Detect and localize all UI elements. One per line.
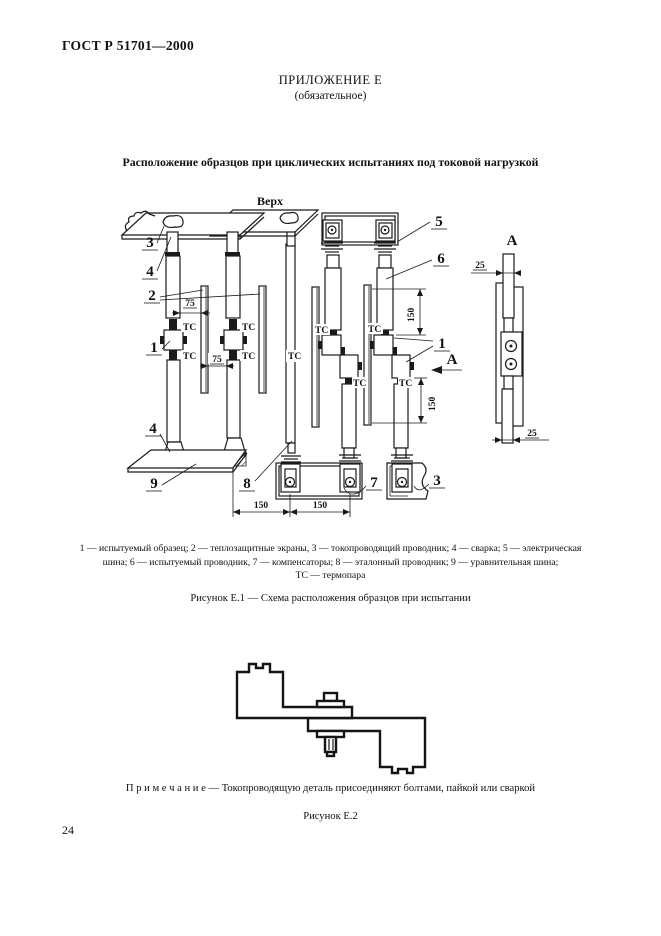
svg-text:А: А [447, 352, 458, 368]
svg-text:25: 25 [527, 429, 537, 439]
specimen-block [373, 334, 394, 356]
svg-text:150: 150 [407, 308, 417, 323]
svg-text:ТС: ТС [242, 352, 255, 362]
figure-e2-caption: Рисунок Е.2 [303, 811, 358, 822]
section-title: Расположение образцов при циклических ис… [122, 155, 539, 169]
svg-text:ТС: ТС [183, 323, 196, 333]
dimensions: 75 75 150 150 150 150 25 25 [172, 261, 549, 517]
appendix-label: ПРИЛОЖЕНИЕ Е [278, 73, 383, 87]
lower-conductive-part [306, 716, 427, 775]
legend-line: 1 — испытуемый образец; 2 — теплозащитны… [79, 543, 582, 554]
test-conductor-left [318, 242, 362, 462]
legend-line: ТС — термопара [295, 570, 366, 581]
specimen-block [321, 334, 342, 356]
torn-edge [124, 210, 156, 232]
svg-text:2: 2 [148, 288, 156, 304]
bolt [315, 691, 346, 758]
svg-text:8: 8 [243, 476, 251, 492]
plate-hole [162, 214, 184, 229]
svg-text:150: 150 [313, 501, 328, 511]
reference-conductor [281, 229, 301, 466]
specimen-block [391, 354, 411, 379]
plate-hole [279, 211, 299, 225]
svg-text:ТС: ТС [242, 323, 255, 333]
specimen-block [163, 329, 184, 351]
standard-number: ГОСТ Р 51701—2000 [62, 38, 195, 53]
test-conductor-right [370, 242, 414, 462]
svg-text:ТС: ТС [183, 352, 196, 362]
svg-text:150: 150 [428, 397, 438, 412]
svg-text:ТС: ТС [353, 379, 366, 389]
svg-text:1: 1 [438, 336, 446, 352]
heat-shields [200, 284, 372, 428]
svg-text:ТС: ТС [288, 352, 301, 362]
svg-text:1: 1 [150, 340, 158, 356]
specimen-block [339, 354, 359, 379]
legend-line: шина; 6 — испытуемый проводник, 7 — комп… [102, 556, 559, 568]
appendix-note: (обязательное) [294, 90, 367, 102]
svg-text:ТС: ТС [368, 325, 381, 335]
svg-text:3: 3 [433, 473, 441, 489]
figure-e2-note: П р и м е ч а н и е — Токопроводящую дет… [125, 783, 536, 794]
current-lead-plate [386, 462, 429, 500]
view-a-label: А [507, 233, 518, 249]
specimen-block [223, 329, 244, 351]
figure-e1-diagram: 75 75 150 150 150 150 25 25 [120, 194, 549, 517]
svg-text:4: 4 [149, 421, 157, 437]
callouts: 3 4 2 1 4 9 8 7 3 5 6 1 [142, 214, 450, 495]
figure-e1-legend: 1 — испытуемый образец; 2 — теплозащитны… [50, 542, 611, 583]
svg-text:25: 25 [475, 261, 485, 271]
electric-bus [321, 212, 399, 246]
upper-conductive-part [235, 662, 354, 720]
svg-text:75: 75 [212, 355, 222, 365]
figure-e2-diagram [235, 662, 427, 775]
svg-text:9: 9 [150, 476, 158, 492]
svg-text:ТС: ТС [399, 379, 412, 389]
figure-e1-caption: Рисунок Е.1 — Схема расположения образцо… [190, 593, 471, 604]
view-a-arrow: А [431, 352, 462, 374]
specimen-assembly-2 [220, 231, 247, 459]
svg-text:75: 75 [185, 299, 195, 309]
bottom-plate [275, 462, 363, 500]
view-a [495, 253, 524, 444]
top-plate-1 [120, 210, 266, 240]
svg-text:150: 150 [254, 501, 269, 511]
orientation-label: Верх [257, 194, 283, 208]
page-number: 24 [62, 823, 74, 837]
svg-text:6: 6 [437, 251, 445, 267]
thermocouple-labels: ТС ТС ТС ТС ТС ТС ТС ТС ТС [181, 321, 414, 389]
svg-text:3: 3 [146, 235, 154, 251]
equalizing-bus-plate [126, 449, 248, 473]
svg-text:ТС: ТС [315, 326, 328, 336]
svg-text:5: 5 [435, 214, 443, 230]
svg-text:7: 7 [370, 475, 378, 491]
svg-text:4: 4 [146, 264, 154, 280]
